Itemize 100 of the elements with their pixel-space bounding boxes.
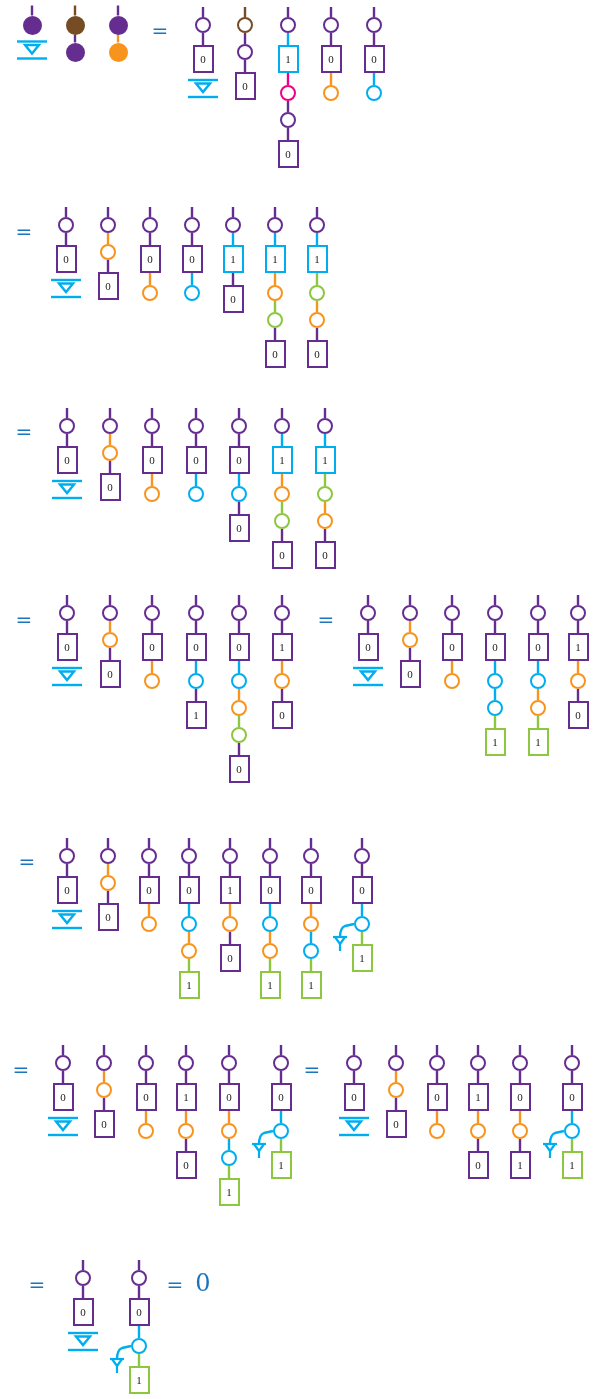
node-circle <box>221 1123 237 1139</box>
value-box: 0 <box>135 1083 157 1111</box>
node-circle <box>102 418 118 434</box>
value-box: 0 <box>97 272 119 300</box>
node-circle <box>262 943 278 959</box>
connector-line <box>115 1344 132 1360</box>
value-box: 0 <box>228 514 250 542</box>
value-box: 0 <box>175 1151 197 1179</box>
node-circle <box>231 605 247 621</box>
node-circle <box>231 418 247 434</box>
node-circle <box>144 673 160 689</box>
value-box: 0 <box>527 633 549 661</box>
node-circle <box>267 312 283 328</box>
node-circle <box>388 1055 404 1071</box>
value-box: 0 <box>426 1083 448 1111</box>
value-box: 0 <box>228 755 250 783</box>
value-box: 1 <box>300 971 322 999</box>
equals-sign: = <box>303 1060 321 1080</box>
node-circle <box>195 17 211 33</box>
value-box: 1 <box>219 876 241 904</box>
node-circle <box>59 848 75 864</box>
node-circle <box>354 848 370 864</box>
node-circle <box>303 848 319 864</box>
node-circle <box>570 605 586 621</box>
value-box: 1 <box>175 1083 197 1111</box>
value-box: 0 <box>277 140 299 168</box>
value-box: 1 <box>185 701 207 729</box>
node-circle <box>487 605 503 621</box>
node-circle <box>231 700 247 716</box>
value-box: 1 <box>527 728 549 756</box>
node-circle <box>360 605 376 621</box>
node-circle <box>444 673 460 689</box>
node-circle <box>178 1055 194 1071</box>
equals-sign: = <box>15 610 33 630</box>
value-box: 0 <box>228 446 250 474</box>
node-circle <box>267 285 283 301</box>
node-circle <box>309 217 325 233</box>
node-circle <box>274 513 290 529</box>
value-box: 0 <box>56 633 78 661</box>
value-box: 1 <box>509 1151 531 1179</box>
value-box: 1 <box>467 1083 489 1111</box>
value-box: 0 <box>192 45 214 73</box>
node-circle <box>138 1123 154 1139</box>
value-box: 0 <box>259 876 281 904</box>
value-box: 1 <box>271 633 293 661</box>
value-box: 0 <box>218 1083 240 1111</box>
value-box: 0 <box>314 541 336 569</box>
node-circle <box>178 1123 194 1139</box>
node-circle <box>181 916 197 932</box>
node-circle <box>262 848 278 864</box>
filled-node-circle <box>65 42 85 62</box>
node-circle <box>100 875 116 891</box>
filled-node-circle <box>22 15 42 35</box>
node-circle <box>59 418 75 434</box>
node-circle <box>96 1055 112 1071</box>
node-circle <box>75 1270 91 1286</box>
value-box: 0 <box>357 633 379 661</box>
value-box: 0 <box>385 1110 407 1138</box>
value-box: 1 <box>351 944 373 972</box>
value-box: 0 <box>234 72 256 100</box>
node-circle <box>274 673 290 689</box>
node-circle <box>222 848 238 864</box>
node-circle <box>102 605 118 621</box>
result-value: 0 <box>195 1271 211 1295</box>
value-box: 0 <box>219 944 241 972</box>
value-box: 0 <box>270 1083 292 1111</box>
equals-sign: = <box>317 610 335 630</box>
node-circle <box>366 85 382 101</box>
node-circle <box>144 605 160 621</box>
node-circle <box>100 244 116 260</box>
node-circle <box>267 217 283 233</box>
node-circle <box>96 1082 112 1098</box>
value-box: 0 <box>509 1083 531 1111</box>
filled-node-circle <box>108 42 128 62</box>
node-circle <box>188 418 204 434</box>
node-circle <box>102 632 118 648</box>
value-box: 0 <box>467 1151 489 1179</box>
value-box: 0 <box>399 660 421 688</box>
node-circle <box>142 217 158 233</box>
value-box: 0 <box>55 245 77 273</box>
node-circle <box>564 1055 580 1071</box>
value-box: 0 <box>139 245 161 273</box>
node-circle <box>188 605 204 621</box>
node-circle <box>59 605 75 621</box>
value-box: 1 <box>270 1151 292 1179</box>
value-box: 0 <box>56 876 78 904</box>
value-box: 1 <box>264 245 286 273</box>
equals-sign: = <box>15 422 33 442</box>
value-box: 0 <box>561 1083 583 1111</box>
value-box: 0 <box>185 446 207 474</box>
value-box: 0 <box>567 701 589 729</box>
value-box: 1 <box>567 633 589 661</box>
value-box: 0 <box>320 45 342 73</box>
node-circle <box>231 486 247 502</box>
value-box: 0 <box>141 446 163 474</box>
value-box: 0 <box>351 876 373 904</box>
node-circle <box>317 513 333 529</box>
node-circle <box>102 445 118 461</box>
node-circle <box>188 486 204 502</box>
node-circle <box>444 605 460 621</box>
